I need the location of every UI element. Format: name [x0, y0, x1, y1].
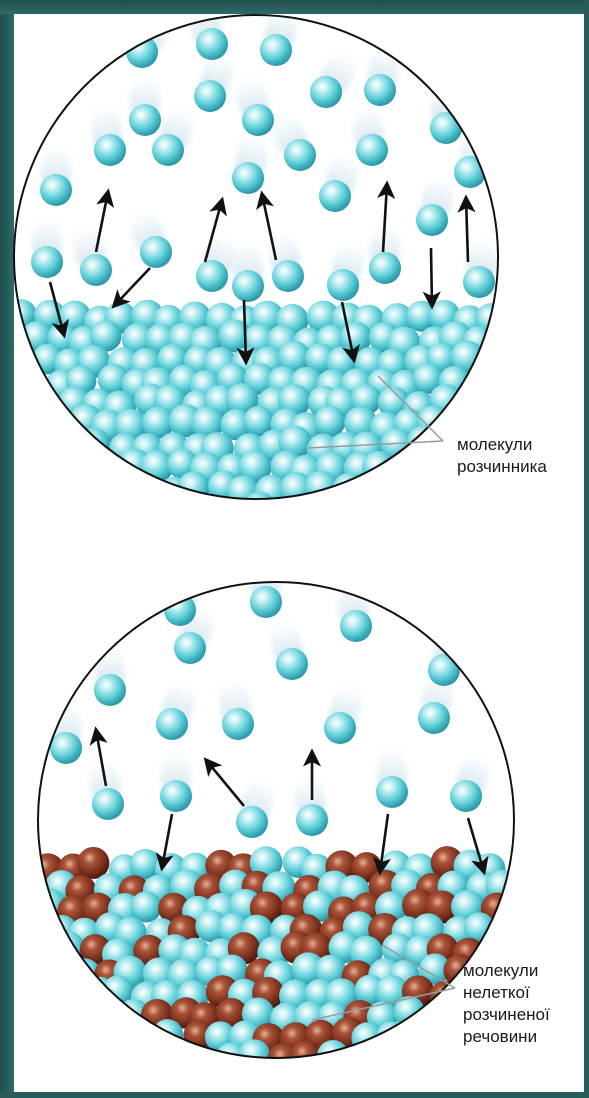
solvent-molecule: [232, 270, 264, 302]
solvent-molecule: [196, 28, 228, 60]
label-line: розчиненої: [463, 1004, 550, 1026]
solvent-molecule: [243, 492, 276, 525]
label-line: молекули: [457, 434, 547, 456]
solute-molecules-label: молекули нелеткої розчиненої речовини: [463, 960, 550, 1048]
solvent-molecule: [160, 780, 192, 812]
solute-molecule: [429, 981, 460, 1012]
solvent-molecule: [332, 473, 365, 506]
solvent-molecule: [356, 134, 388, 166]
solvent-molecule: [77, 428, 110, 461]
solvent-molecule: [376, 1021, 407, 1052]
solvent-molecule: [428, 654, 460, 686]
solvent-molecule: [156, 708, 188, 740]
solvent-molecule: [327, 269, 359, 301]
solvent-molecule: [418, 702, 450, 734]
solvent-molecule: [276, 648, 308, 680]
label-line: нелеткої: [463, 982, 550, 1004]
solvent-molecule: [126, 36, 158, 68]
solvent-molecule: [194, 80, 226, 112]
solvent-molecule: [362, 451, 394, 483]
solvent-molecule: [250, 586, 282, 618]
solvent-molecule: [140, 236, 172, 268]
solvent-molecule: [430, 112, 462, 144]
solvent-molecule: [94, 674, 126, 706]
solvent-molecule: [152, 134, 184, 166]
label-line: молекули: [463, 960, 550, 982]
solvent-molecule: [260, 34, 292, 66]
solvent-molecule: [174, 632, 206, 664]
solvent-molecule: [94, 134, 126, 166]
solvent-molecule: [31, 246, 63, 278]
solvent-molecule: [340, 610, 372, 642]
solvent-molecule: [310, 76, 342, 108]
solvent-molecule: [296, 804, 328, 836]
solvent-molecule: [416, 204, 448, 236]
solvent-molecule: [364, 74, 396, 106]
solvent-molecule: [242, 104, 274, 136]
solution-diagram: [31, 556, 518, 1076]
solvent-molecule: [454, 156, 486, 188]
solvent-molecule: [319, 180, 351, 212]
solvent-molecule: [164, 594, 196, 626]
solvent-molecule: [463, 266, 495, 298]
solvent-molecule: [272, 260, 304, 292]
motion-arrow: [431, 248, 432, 306]
solvent-molecule: [40, 174, 72, 206]
solvent-molecule: [369, 252, 401, 284]
label-line: речовини: [463, 1026, 550, 1048]
solvent-molecule: [317, 1040, 349, 1072]
label-line: розчинника: [457, 456, 547, 478]
solvent-molecule: [351, 1022, 382, 1053]
solvent-molecule: [314, 406, 345, 437]
pure-solvent-diagram: [6, 0, 508, 525]
solvent-molecule: [284, 139, 316, 171]
solvent-molecule: [236, 806, 268, 838]
solvent-molecules-label: молекули розчинника: [457, 434, 547, 478]
solvent-molecule: [80, 254, 112, 286]
solvent-molecule: [227, 476, 259, 508]
solvent-molecule: [196, 260, 228, 292]
solvent-molecule: [376, 776, 408, 808]
solvent-molecule: [324, 712, 356, 744]
solvent-molecule: [92, 788, 124, 820]
solvent-molecule: [232, 162, 264, 194]
solvent-molecule: [222, 708, 254, 740]
solvent-molecule: [152, 1019, 183, 1050]
solvent-molecule: [129, 104, 161, 136]
solvent-molecule: [450, 780, 482, 812]
solvent-molecule: [50, 732, 82, 764]
